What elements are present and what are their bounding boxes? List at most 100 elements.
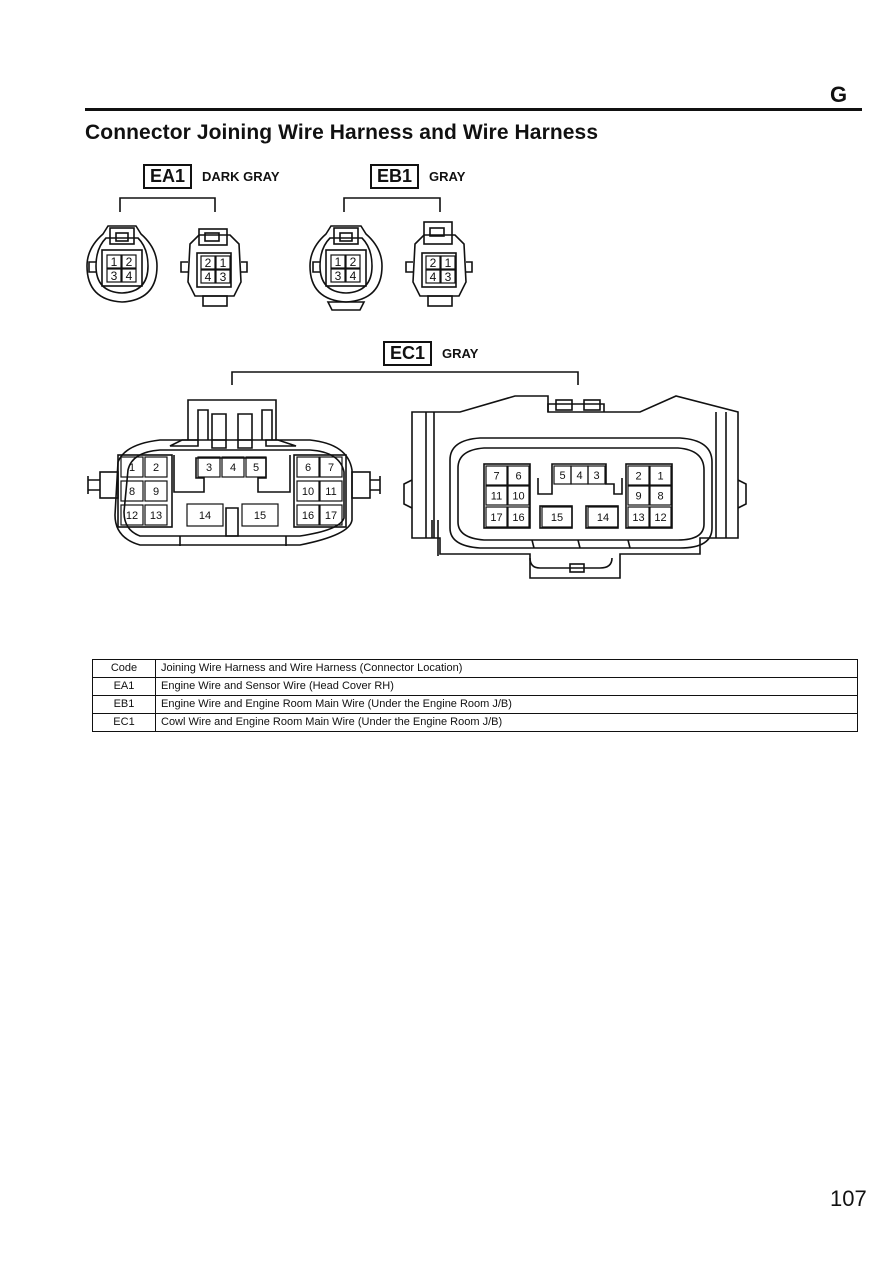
pin-cell bbox=[215, 269, 231, 284]
pin-label: 1 bbox=[111, 255, 118, 269]
connector-color-ec1: GRAY bbox=[442, 346, 479, 361]
pin-label: 11 bbox=[325, 486, 336, 498]
table-header-location: Joining Wire Harness and Wire Harness (C… bbox=[155, 659, 858, 678]
pin-label: 2 bbox=[430, 256, 437, 270]
pin-label: 7 bbox=[328, 462, 334, 474]
section-letter: G bbox=[830, 82, 848, 107]
pin-cell bbox=[440, 255, 456, 270]
pin-cell bbox=[425, 269, 441, 284]
pin-cell bbox=[144, 480, 168, 502]
connector-tag-ea1: EA1 DARK GRAY bbox=[143, 164, 280, 189]
table-cell-location: Engine Wire and Engine Room Main Wire (U… bbox=[155, 695, 858, 714]
pin-cell bbox=[507, 465, 530, 486]
pin-cell bbox=[215, 255, 231, 270]
pin-cell bbox=[144, 456, 168, 478]
pin-label: 13 bbox=[150, 510, 162, 522]
pin-cell bbox=[485, 465, 508, 486]
pin-cell bbox=[319, 456, 343, 478]
pin-label: 8 bbox=[657, 490, 663, 502]
pin-cell bbox=[120, 504, 144, 526]
pin-cell bbox=[649, 485, 672, 506]
table-cell-location: Engine Wire and Sensor Wire (Head Cover … bbox=[155, 677, 858, 696]
pin-cell bbox=[485, 506, 508, 528]
pin-cell bbox=[345, 254, 361, 269]
pin-label: 1 bbox=[445, 256, 452, 270]
pin-cell bbox=[200, 269, 216, 284]
pin-label: 4 bbox=[230, 462, 236, 474]
table-row: EB1 Engine Wire and Engine Room Main Wir… bbox=[92, 695, 858, 714]
pin-label: 10 bbox=[302, 486, 314, 498]
pin-label: 5 bbox=[253, 462, 259, 474]
table-cell-code: EB1 bbox=[92, 695, 156, 714]
pin-label: 1 bbox=[129, 462, 135, 474]
pin-label: 3 bbox=[206, 462, 212, 474]
pin-label: 1 bbox=[220, 256, 227, 270]
pin-label: 5 bbox=[559, 470, 565, 482]
pin-cell bbox=[241, 503, 279, 527]
pin-label: 4 bbox=[126, 269, 133, 283]
pin-label: 13 bbox=[632, 512, 644, 524]
page-title: Connector Joining Wire Harness and Wire … bbox=[85, 121, 599, 144]
connector-tag-eb1: EB1 GRAY bbox=[370, 164, 465, 189]
pin-label: 9 bbox=[635, 490, 641, 502]
pin-label: 4 bbox=[430, 270, 437, 284]
pin-label: 1 bbox=[657, 470, 663, 482]
pin-cell bbox=[121, 254, 137, 269]
pin-cell bbox=[440, 269, 456, 284]
table-row: EA1 Engine Wire and Sensor Wire (Head Co… bbox=[92, 677, 858, 696]
pin-label: 2 bbox=[635, 470, 641, 482]
pin-label: 16 bbox=[302, 510, 314, 522]
connector-color-eb1: GRAY bbox=[429, 169, 466, 184]
pin-label: 15 bbox=[254, 510, 266, 522]
pin-label: 11 bbox=[491, 490, 502, 502]
pin-cell bbox=[345, 268, 361, 283]
pin-label: 7 bbox=[493, 470, 499, 482]
pin-label: 16 bbox=[512, 512, 524, 524]
pin-cell bbox=[319, 480, 343, 502]
table-cell-location: Cowl Wire and Engine Room Main Wire (Und… bbox=[155, 713, 858, 732]
connector-tag-ec1: EC1 GRAY bbox=[383, 341, 478, 366]
pin-label: 3 bbox=[335, 269, 342, 283]
pin-label: 14 bbox=[199, 510, 211, 522]
connector-code-ea1: EA1 bbox=[143, 164, 193, 189]
connector-color-ea1: DARK GRAY bbox=[202, 169, 280, 184]
pin-label: 3 bbox=[220, 270, 227, 284]
table-cell-code: EC1 bbox=[92, 713, 156, 732]
table-cell-code: EA1 bbox=[92, 677, 156, 696]
pin-cell bbox=[245, 456, 267, 478]
pin-label: 2 bbox=[126, 255, 133, 269]
pin-label: 4 bbox=[205, 270, 212, 284]
pin-label: 6 bbox=[305, 462, 311, 474]
pin-cell bbox=[120, 480, 144, 502]
pin-cell bbox=[221, 456, 245, 478]
pin-cell bbox=[587, 465, 606, 485]
pin-cell bbox=[330, 268, 346, 283]
pin-label: 3 bbox=[445, 270, 452, 284]
pin-cell bbox=[330, 254, 346, 269]
pin-label: 10 bbox=[512, 490, 524, 502]
header-rule bbox=[85, 108, 862, 111]
pin-label: 2 bbox=[153, 462, 159, 474]
pin-cell bbox=[197, 456, 221, 478]
connector-location-table: Code Joining Wire Harness and Wire Harne… bbox=[92, 659, 858, 732]
pin-cell bbox=[319, 504, 343, 526]
pin-label: 12 bbox=[126, 510, 138, 522]
pin-cell bbox=[425, 255, 441, 270]
pin-cell bbox=[649, 506, 672, 528]
pin-cell bbox=[507, 485, 530, 506]
page-number: 107 bbox=[830, 1186, 867, 1211]
pin-cell bbox=[200, 255, 216, 270]
pin-cell bbox=[541, 506, 573, 528]
pin-label: 3 bbox=[111, 269, 118, 283]
pin-cell bbox=[296, 456, 320, 478]
table-header-row: Code Joining Wire Harness and Wire Harne… bbox=[92, 659, 858, 678]
pin-label: 17 bbox=[325, 510, 337, 522]
pin-cell bbox=[296, 504, 320, 526]
connector-code-ec1: EC1 bbox=[383, 341, 433, 366]
pin-label: 4 bbox=[350, 269, 357, 283]
pin-cell bbox=[627, 485, 650, 506]
pin-label: 3 bbox=[593, 470, 599, 482]
table-header-code: Code bbox=[92, 659, 156, 678]
